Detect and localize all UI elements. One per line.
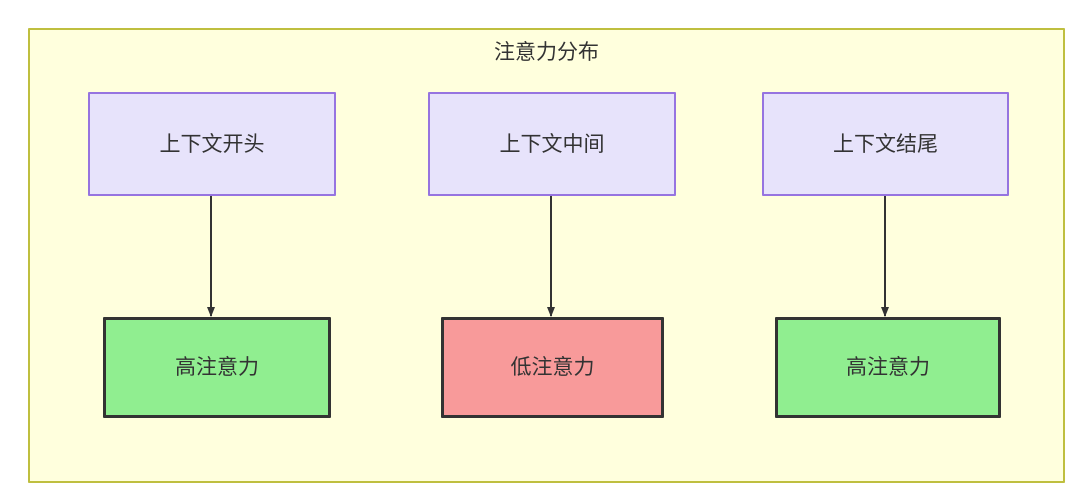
diagram-title: 注意力分布 xyxy=(494,41,599,64)
node-ctx-end[interactable]: 上下文结尾 xyxy=(762,92,1009,196)
node-ctx-middle[interactable]: 上下文中间 xyxy=(428,92,676,196)
node-attn-end[interactable]: 高注意力 xyxy=(775,317,1001,418)
node-attn-start[interactable]: 高注意力 xyxy=(103,317,331,418)
node-ctx-start[interactable]: 上下文开头 xyxy=(88,92,336,196)
node-attn-middle[interactable]: 低注意力 xyxy=(441,317,664,418)
